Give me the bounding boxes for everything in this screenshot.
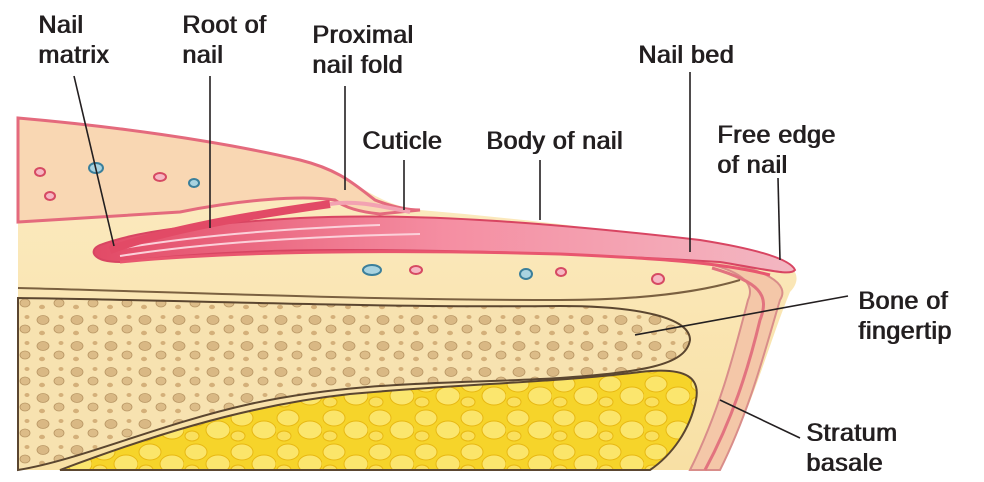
label-free-edge-of-nail: Free edge of nail xyxy=(717,120,835,180)
label-root-of-nail: Root of nail xyxy=(182,10,266,70)
label-proximal-nail-fold: Proximal nail fold xyxy=(312,20,413,80)
label-nail-matrix: Nail matrix xyxy=(38,10,109,70)
proximal-nail-fold xyxy=(18,118,420,222)
label-bone-of-fingertip: Bone of fingertip xyxy=(858,286,951,346)
label-body-of-nail: Body of nail xyxy=(486,126,623,156)
label-nail-bed: Nail bed xyxy=(638,40,734,70)
label-stratum-basale: Stratum basale xyxy=(806,418,897,478)
label-cuticle: Cuticle xyxy=(362,126,442,156)
